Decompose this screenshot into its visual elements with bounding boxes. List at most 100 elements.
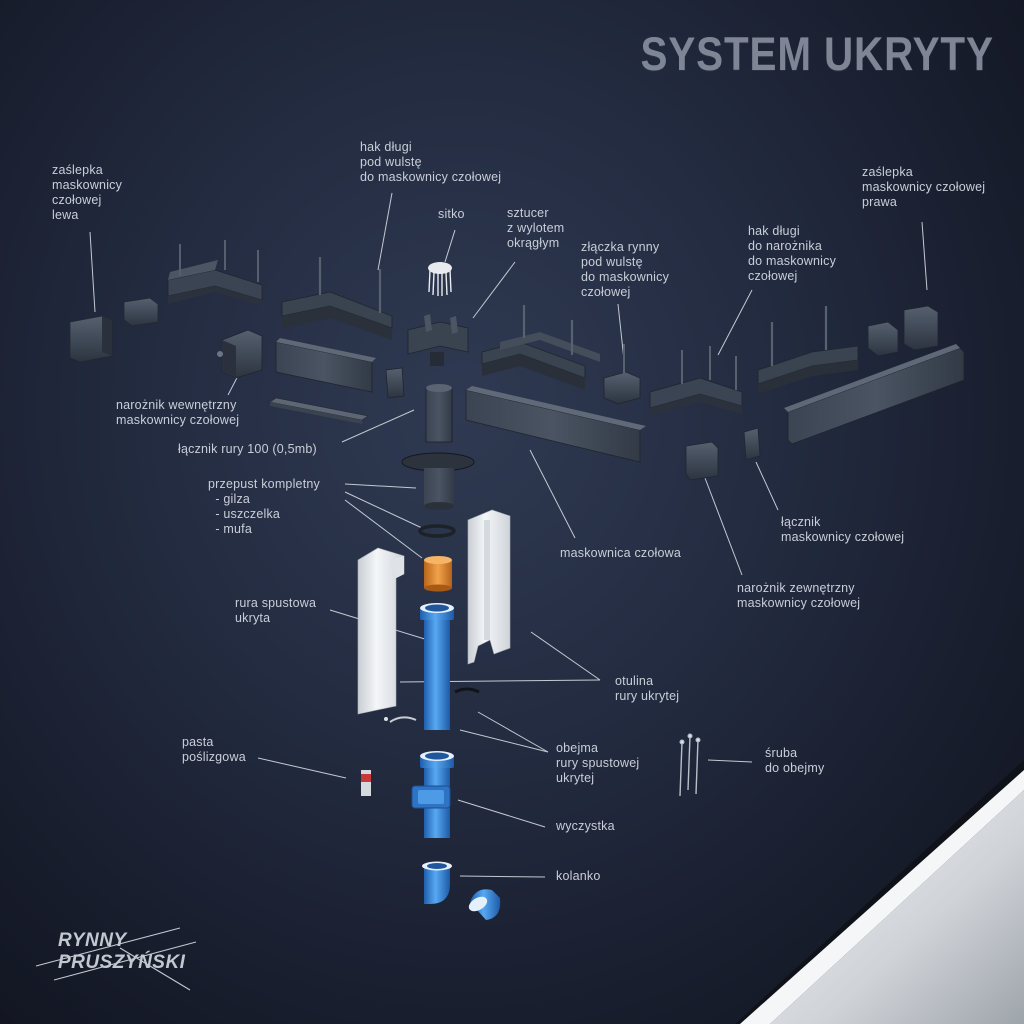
label-line: ukryta [235,611,271,625]
label-line: maskownicy czołowej [737,596,861,610]
label-line: poślizgowa [182,750,246,764]
orange-socket [424,556,452,592]
front-cover-panel-left [275,338,376,393]
downpipe-blue [420,603,454,730]
label-line: ukrytej [556,771,595,785]
label-line: - uszczelka [208,507,281,521]
label-line: łącznik [781,515,821,529]
leader-lines [89,192,928,878]
logo-mark [35,927,197,991]
elbow-2 [468,889,501,920]
label-line: lewa [52,208,79,222]
gutter-connector [603,344,641,405]
label-line: maskownicy czołowej [862,180,986,194]
screws [679,733,701,797]
label-line: sztucer [507,206,549,220]
seal-ring [418,524,456,538]
label-line: sitko [438,207,465,221]
cover-strip-flat [269,397,369,424]
label-flashing-kit: przepust kompletny - gilza - uszczelka -… [208,477,320,537]
label-line: przepust kompletny [208,477,320,491]
cleanout-blue [411,751,454,838]
gutter-hooks-center [481,305,600,390]
label-sieve: sitko [438,207,465,222]
label-line: czołowej [581,285,631,299]
label-line: do narożnika [748,239,822,253]
logo-line-1: RYNNY [58,930,127,951]
label-line: hak długi [748,224,800,238]
label-line: rury ukrytej [615,689,680,703]
label-line: do maskownicy czołowej [360,170,502,184]
label-line: maskownicy czołowej [781,530,905,544]
label-elbow: kolanko [556,869,601,884]
label-line: zaślepka [52,163,103,177]
brand-logo: RYNNY PRUSZYŃSKI [58,930,185,974]
hook-corner-right [649,346,743,416]
label-line: maskownica czołowa [560,546,682,560]
front-cover-connector-small [123,297,159,327]
flashing-plate [401,452,475,510]
label-line: maskownicy czołowej [116,413,240,427]
corner-decoration [735,760,1024,1024]
label-line: do maskownicy [581,270,670,284]
label-line: otulina [615,674,654,688]
label-line: z wylotem [507,221,565,235]
front-cover-long-right [784,344,965,445]
label-line: pod wulstę [581,255,643,269]
gutter-hooks-right [757,306,859,394]
hook-corner-left [167,240,263,306]
logo-line-2: PRUSZYŃSKI [58,952,186,973]
label-line: narożnik zewnętrzny [737,581,855,595]
label-line: - mufa [208,522,252,536]
cover-connector-left [385,367,405,399]
label-line: łącznik rury 100 (0,5mb) [178,442,317,456]
label-line: czołowej [748,269,798,283]
label-line: rura spustowa [235,596,317,610]
insulation-left [357,547,405,715]
label-line: złączka rynny [581,240,660,254]
label-line: kolanko [556,869,601,883]
label-line: maskownicy [52,178,123,192]
inner-corner-cover [217,329,263,379]
label-line: prawa [862,195,898,209]
pipe-clamp [384,687,480,723]
label-line: pod wulstę [360,155,422,169]
gutter-hooks-left [281,257,393,340]
label-front-cover: maskownica czołowa [560,546,681,561]
label-line: do maskownicy [748,254,837,268]
front-cover-long-center [465,386,646,463]
label-line: pasta [182,735,214,749]
label-line: rury spustowej [556,756,640,770]
label-cleanout: wyczystka [556,819,615,834]
label-line: śruba [765,746,798,760]
label-line: narożnik wewnętrzny [116,398,237,412]
elbow-1 [422,861,452,904]
label-line: obejma [556,741,599,755]
label-line: do obejmy [765,761,825,775]
label-line: okrągłym [507,236,560,250]
label-line: czołowej [52,193,102,207]
end-cap-right [867,305,939,357]
page-title: SYSTEM UKRYTY [640,27,994,80]
label-line: - gilza [208,492,251,506]
cover-connector-right [743,427,761,461]
label-line: zaślepka [862,165,913,179]
end-cap-left [69,315,113,363]
pipe-connector-dark [425,384,453,443]
label-line: hak długi [360,140,412,154]
